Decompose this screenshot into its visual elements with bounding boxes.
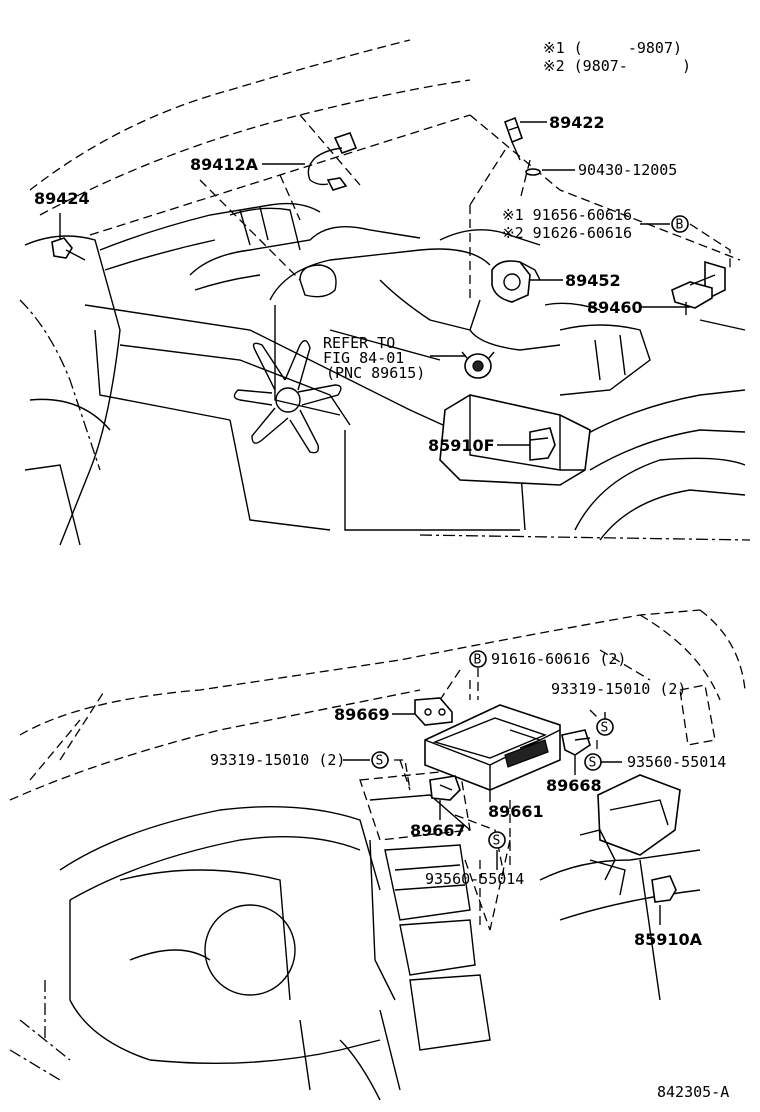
refer-line-1: REFER TO: [323, 334, 395, 352]
label-89667: 89667: [410, 821, 466, 840]
label-93560-right: 93560-55014: [627, 753, 726, 771]
badge-s-text-bottom: S: [493, 834, 501, 849]
refer-line-2: FIG 84-01: [323, 349, 404, 367]
label-93319-left: 93319-15010 (2): [210, 751, 345, 769]
figure-id: 842305-A: [657, 1083, 729, 1101]
upper-leader-lines: [59, 121, 731, 446]
screw-badge-right: [596, 718, 614, 736]
badges: B B S S S S: [371, 215, 689, 849]
relay-85910A-shape: [579, 774, 681, 903]
cooling-fan: [233, 340, 342, 454]
screw-badge-left: [371, 751, 389, 769]
label-93319-right: 93319-15010 (2): [551, 680, 686, 698]
refer-line-3: (PNC 89615): [326, 364, 425, 382]
label-89422: 89422: [549, 113, 605, 132]
badge-s-text-left: S: [376, 754, 384, 769]
lower-leader-lines: [343, 668, 661, 925]
label-91656-60616: ※1 91656-60616: [502, 206, 632, 224]
label-89669: 89669: [334, 705, 390, 724]
label-89412A: 89412A: [190, 155, 259, 174]
bolt-badge-lower: [469, 650, 487, 668]
badge-s-text-right: S: [601, 721, 609, 736]
label-89460: 89460: [587, 298, 643, 317]
engine-bay-illustration: [19, 39, 751, 546]
label-93560-bottom: 93560-55014: [425, 870, 524, 888]
label-91626-60616: ※2 91626-60616: [502, 224, 632, 242]
dashboard-illustration: [9, 609, 746, 1101]
legend-note-1: ※1 ( -9807): [543, 39, 682, 57]
label-91616-60616: 91616-60616 (2): [491, 650, 626, 668]
label-89424: 89424: [34, 189, 90, 208]
legend-note-2: ※2 (9807- ): [543, 57, 691, 75]
label-89452: 89452: [565, 271, 621, 290]
badge-b-text-lower: B: [474, 653, 482, 668]
sensor-89424-shape: [51, 237, 86, 261]
throttle-sensor-shape: [491, 260, 541, 303]
gasket-shape: [525, 168, 541, 176]
screw-badge-mid: [584, 753, 602, 771]
legend: ※1 ( -9807) ※2 (9807- ): [543, 39, 691, 75]
oxygen-sensor-shape: [307, 132, 358, 191]
label-90430-12005: 90430-12005: [578, 161, 677, 179]
bracket-89667-shape: [429, 775, 461, 801]
badge-b-text-upper: B: [676, 218, 684, 233]
screw-badge-bottom: [488, 831, 506, 849]
label-89668: 89668: [546, 776, 602, 795]
label-85910A: 85910A: [634, 930, 703, 949]
lower-labels: 91616-60616 (2) 93319-15010 (2) 89669 93…: [210, 650, 726, 949]
ecu-89661-shape: [424, 704, 561, 791]
bolt-badge-upper: [671, 215, 689, 233]
label-89661: 89661: [488, 802, 544, 821]
bracket-89668-shape: [561, 729, 591, 756]
relay-85910F-shape: [529, 427, 556, 461]
upper-labels: 89422 90430-12005 ※1 91656-60616 ※2 9162…: [34, 113, 677, 455]
label-85910F: 85910F: [428, 436, 495, 455]
sensor-89422-shape: [503, 116, 524, 161]
bracket-89669-shape: [414, 697, 453, 726]
sensor-89460-shape: [671, 260, 726, 315]
pressure-sensor-shape: [461, 351, 495, 379]
badge-s-text-mid: S: [589, 756, 597, 771]
